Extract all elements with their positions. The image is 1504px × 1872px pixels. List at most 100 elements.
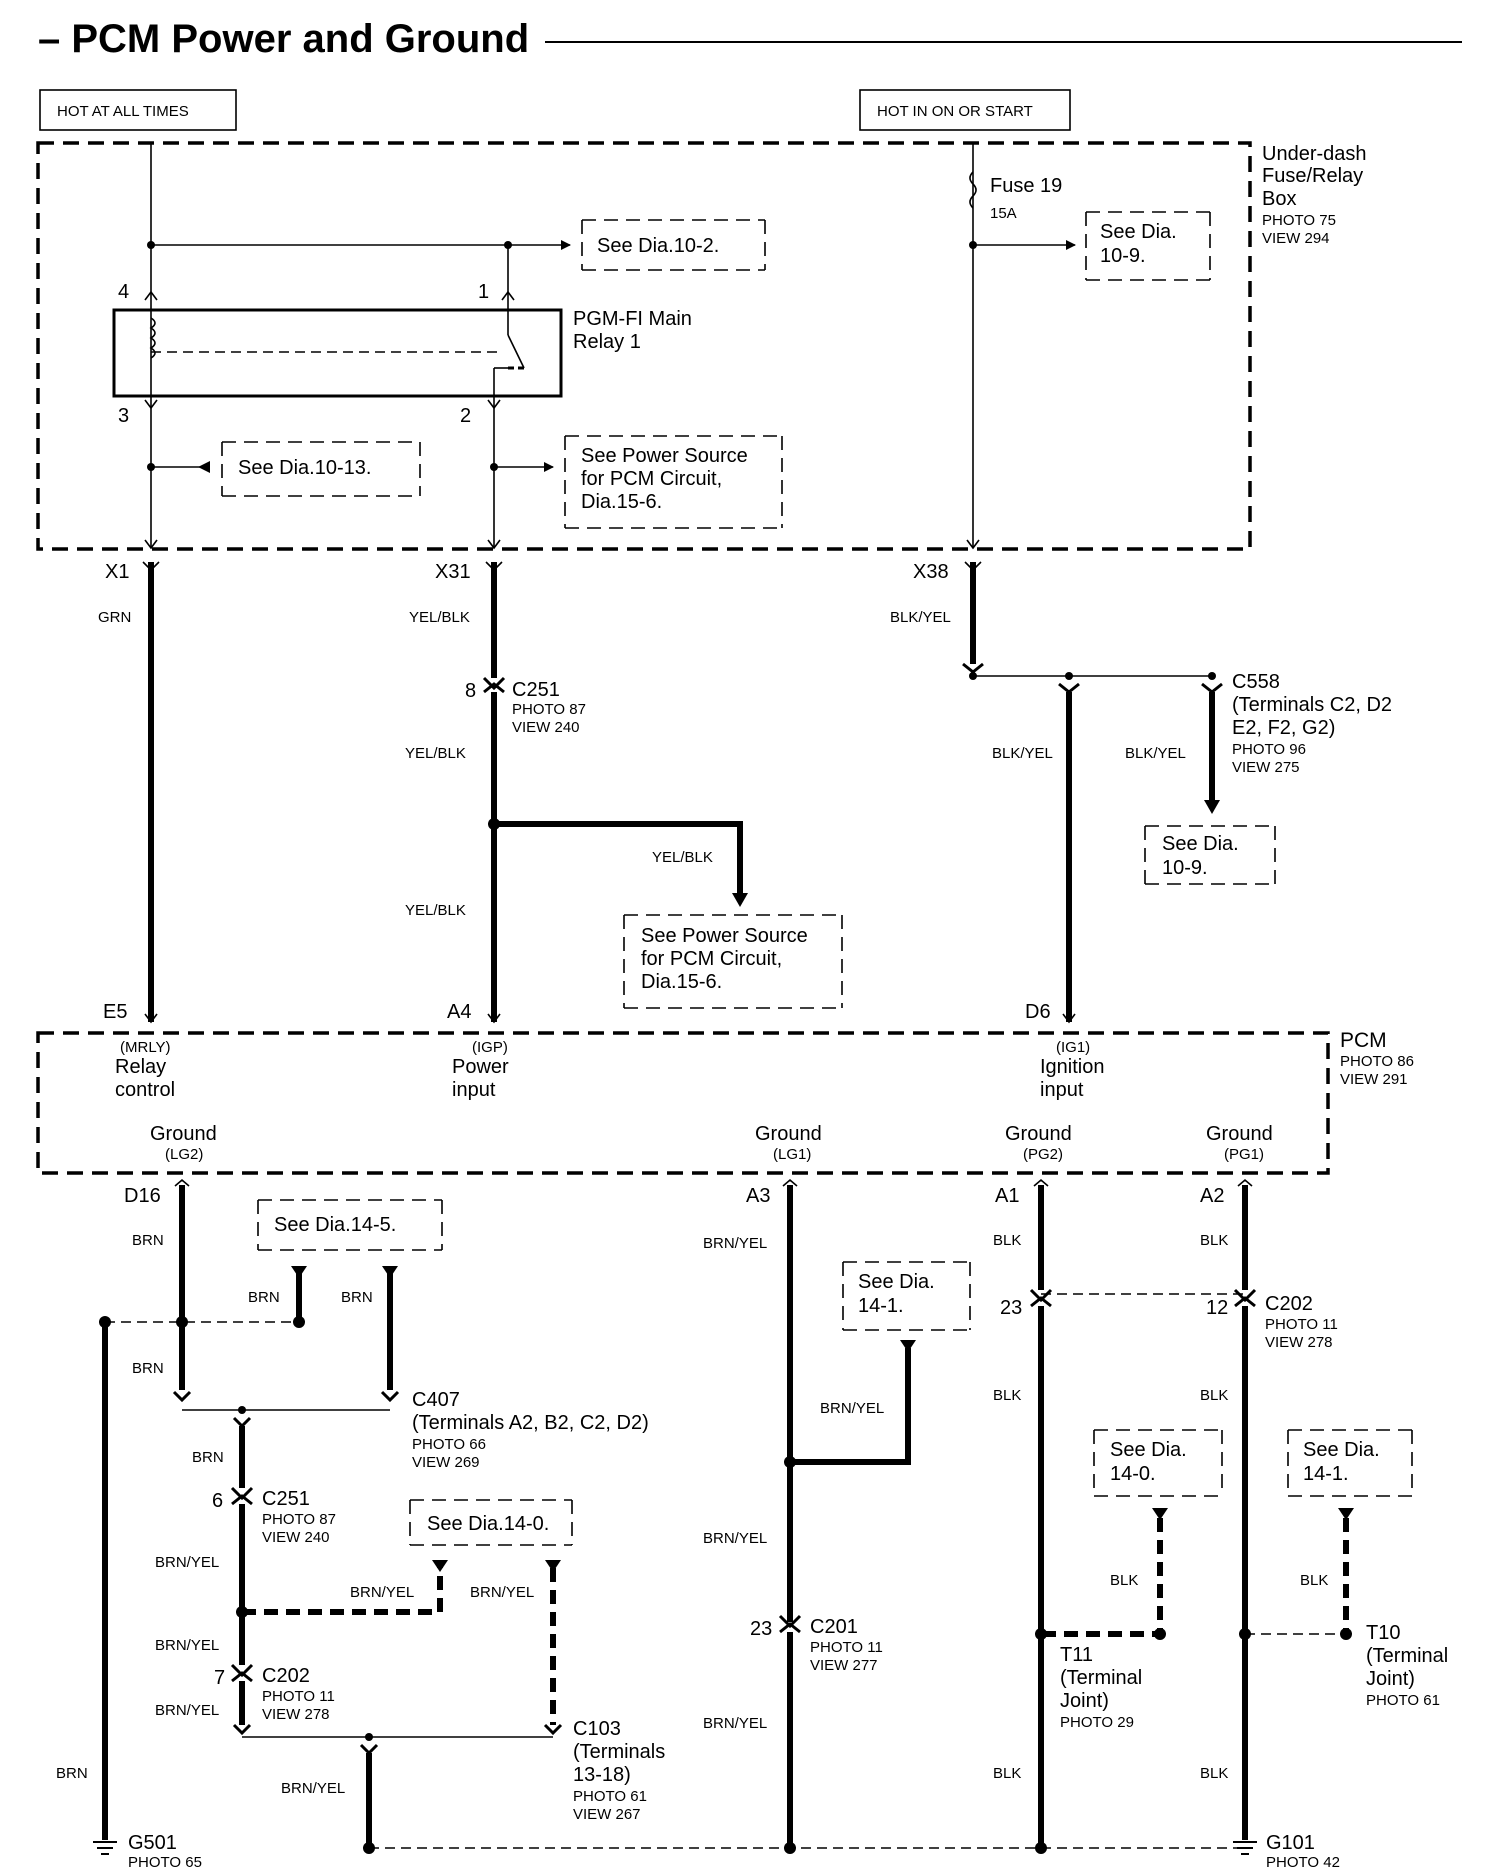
wire-label-grn: GRN <box>98 609 131 626</box>
ref-dia-14-1a-l2: 14-1. <box>858 1295 904 1317</box>
wire-label-blk-6: BLK <box>1300 1572 1328 1589</box>
ref-power-source-2-box <box>623 914 843 1009</box>
terminal-a3: A3 <box>746 1185 770 1207</box>
c202a-pin: 7 <box>214 1667 225 1689</box>
terminal-e5: E5 <box>103 1001 127 1023</box>
wire-label-yelblk-3: YEL/BLK <box>652 849 713 866</box>
c558-terminals-1: (Terminals C2, D2 <box>1232 694 1392 716</box>
c103-terminals-1: (Terminals <box>573 1741 665 1763</box>
ref-dia-10-9a-l2: 10-9. <box>1100 245 1146 267</box>
c251a-pin: 8 <box>465 680 476 702</box>
fusebox-view: VIEW 294 <box>1262 230 1330 247</box>
arrow <box>1338 1508 1354 1520</box>
pcm-ground-pin-marks <box>174 1178 1253 1187</box>
ref-dia-14-5-box <box>257 1199 443 1251</box>
wire-label-brnyel-8: BRN/YEL <box>820 1400 884 1417</box>
ref-dia-14-1a-box <box>842 1261 971 1331</box>
t10-photo: PHOTO 61 <box>1366 1692 1440 1709</box>
relay-pin-1: 1 <box>478 281 489 303</box>
wire-label-blk-5: BLK <box>1110 1572 1138 1589</box>
t10-l2: (Terminal <box>1366 1645 1448 1667</box>
ref-power-source-1-l1: See Power Source <box>581 445 748 467</box>
c558-terminals-2: E2, F2, G2) <box>1232 717 1335 739</box>
fusebox-photo: PHOTO 75 <box>1262 212 1336 229</box>
fuse-19-rating: 15A <box>990 205 1017 222</box>
pcm-relay-1: Relay <box>115 1056 166 1078</box>
ref-dia-14-5: See Dia.14-5. <box>274 1214 396 1236</box>
wire-label-blkyel-3: BLK/YEL <box>1125 745 1186 762</box>
c201-pin: 23 <box>750 1618 772 1640</box>
t11-l2: (Terminal <box>1060 1667 1142 1689</box>
pcm-igp: (IGP) <box>472 1039 508 1056</box>
c558-connector-marks <box>1058 682 1223 694</box>
t11-l3: Joint) <box>1060 1690 1109 1712</box>
c202b-pin-23: 23 <box>1000 1297 1022 1319</box>
c251a-photo: PHOTO 87 <box>512 701 586 718</box>
c558-view: VIEW 275 <box>1232 759 1300 776</box>
fusebox-label-3: Box <box>1262 188 1296 210</box>
wire-label-blk-7: BLK <box>993 1765 1021 1782</box>
c251b-view: VIEW 240 <box>262 1529 330 1546</box>
splice-dot <box>969 672 977 680</box>
c202b-photo: PHOTO 11 <box>1265 1316 1338 1333</box>
g101-photo: PHOTO 42 <box>1266 1854 1340 1871</box>
pcm-ground-pg2: Ground <box>1005 1123 1072 1145</box>
c251b-pin: 6 <box>212 1490 223 1512</box>
c407-name: C407 <box>412 1389 460 1411</box>
ref-power-source-2-l3: Dia.15-6. <box>641 971 722 993</box>
wire-label-brn-5: BRN <box>56 1765 88 1782</box>
hot-always-label: HOT AT ALL TIMES <box>57 103 189 120</box>
pcm-pin-marks <box>144 1013 1076 1024</box>
c202a-view: VIEW 278 <box>262 1706 330 1723</box>
pcm-ground-pg1: Ground <box>1206 1123 1273 1145</box>
ref-power-source-2-l2: for PCM Circuit, <box>641 948 782 970</box>
wire-label-brnyel-1: BRN/YEL <box>155 1554 219 1571</box>
wire-label-blkyel-1: BLK/YEL <box>890 609 951 626</box>
c558-name: C558 <box>1232 671 1280 693</box>
c202a-photo: PHOTO 11 <box>262 1688 335 1705</box>
ref-dia-14-1b-l2: 14-1. <box>1303 1463 1349 1485</box>
ref-dia-14-0b-l1: See Dia. <box>1110 1439 1187 1461</box>
terminal-a2: A2 <box>1200 1185 1224 1207</box>
g501-photo: PHOTO 65 <box>128 1854 202 1871</box>
c202a-name: C202 <box>262 1665 310 1687</box>
hot-on-start-box <box>859 89 1071 131</box>
c103-name: C103 <box>573 1718 621 1740</box>
c201-photo: PHOTO 11 <box>810 1639 883 1656</box>
fusebox-label-2: Fuse/Relay <box>1262 165 1363 187</box>
c251b-name: C251 <box>262 1488 310 1510</box>
c202b-connector <box>1029 1288 1257 1308</box>
splice-dot <box>1154 1628 1166 1640</box>
wire-label-brnyel-6: BRN/YEL <box>281 1780 345 1797</box>
terminal-a4: A4 <box>447 1001 471 1023</box>
wire-label-brnyel-5: BRN/YEL <box>155 1702 219 1719</box>
blk-shield-t11 <box>1041 1518 1163 1637</box>
terminal-d6: D6 <box>1025 1001 1051 1023</box>
c407-view: VIEW 269 <box>412 1454 480 1471</box>
wire-label-blkyel-2: BLK/YEL <box>992 745 1053 762</box>
connector-mark <box>962 662 984 674</box>
relay-pin-2: 2 <box>460 405 471 427</box>
c201-connector <box>778 1614 802 1634</box>
t10-name: T10 <box>1366 1622 1400 1644</box>
g101-ground-icon <box>1233 1841 1257 1855</box>
yelblk-branch <box>494 821 743 896</box>
ref-dia-10-9b-l2: 10-9. <box>1162 857 1208 879</box>
wire-label-brnyel-4: BRN/YEL <box>155 1637 219 1654</box>
arrow <box>1152 1508 1168 1520</box>
ref-dia-14-0b-box <box>1093 1429 1223 1497</box>
c201-view: VIEW 277 <box>810 1657 878 1674</box>
hot-on-start-label: HOT IN ON OR START <box>877 103 1033 120</box>
pcm-pg2: (PG2) <box>1023 1146 1063 1163</box>
ref-dia-10-9b-l1: See Dia. <box>1162 833 1239 855</box>
wire-label-brn-6: BRN <box>192 1449 224 1466</box>
g101-name: G101 <box>1266 1832 1315 1854</box>
wire-label-brnyel-2: BRN/YEL <box>350 1584 414 1601</box>
c407-connector <box>172 1390 400 1403</box>
c103-connector-marks <box>232 1723 563 1736</box>
pcm-lg1: (LG1) <box>773 1146 811 1163</box>
ref-dia-10-2-box <box>581 219 766 271</box>
pgm-fi-main-relay <box>112 308 563 398</box>
splice-dot <box>176 1316 188 1328</box>
pcm-photo: PHOTO 86 <box>1340 1053 1414 1070</box>
